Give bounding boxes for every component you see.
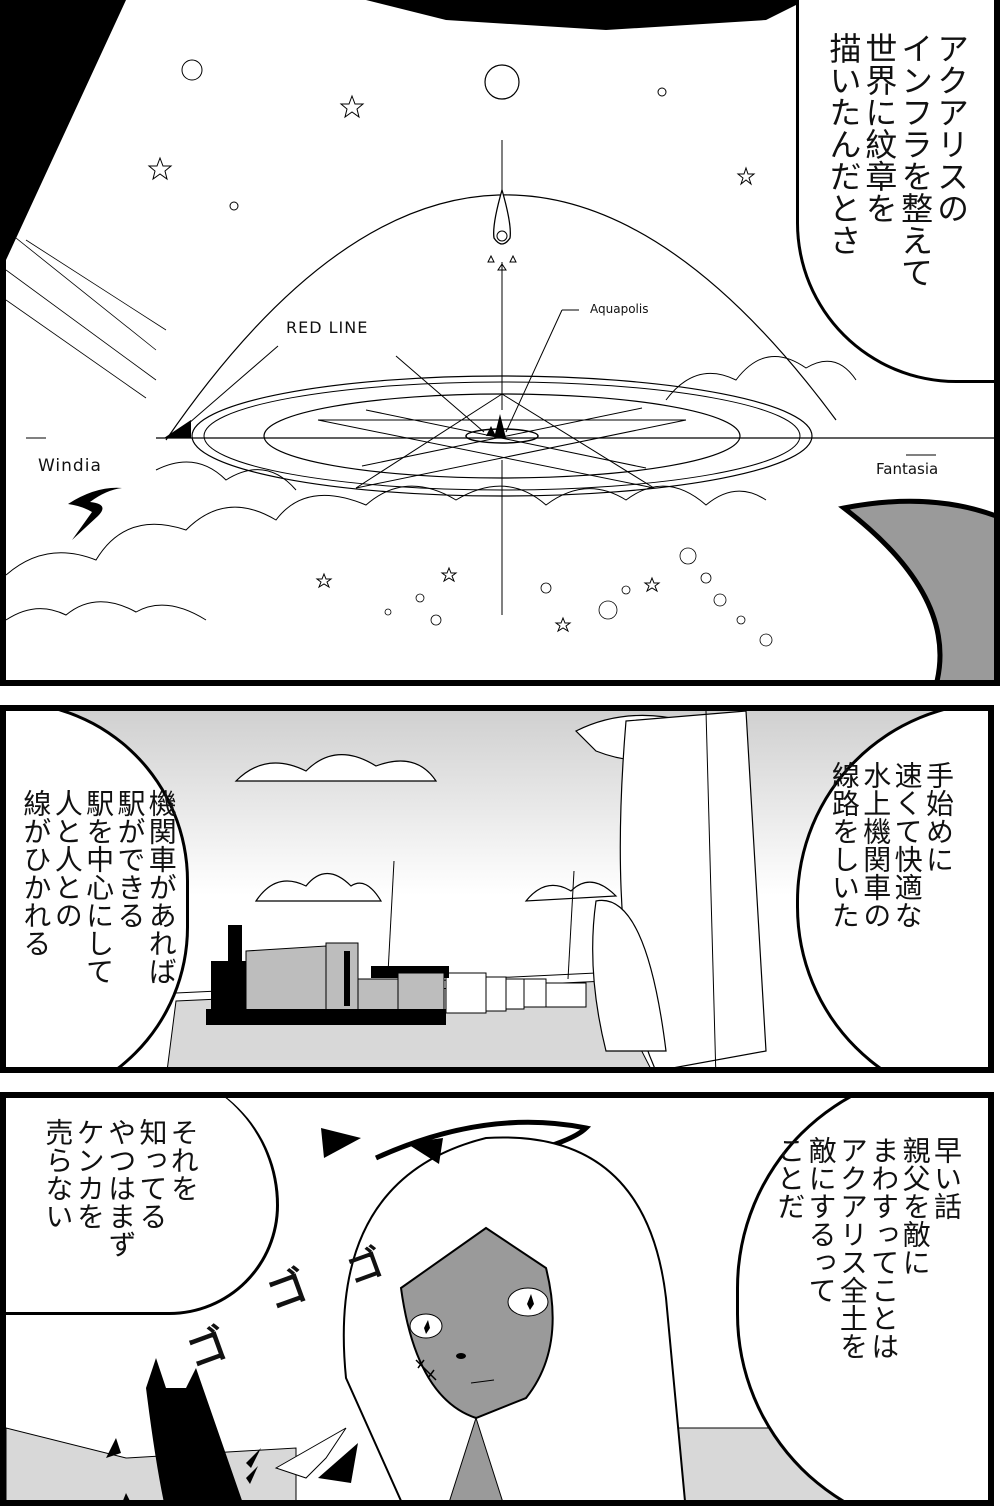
speech-bubble-left xyxy=(6,1098,279,1315)
map-label-windia: Windia xyxy=(38,456,102,476)
speech-text-left: 機関車があれば 駅ができる 駅を中心にして 人と人との 線がひかれる xyxy=(19,789,178,985)
speech-text-right: 早い話 親父を敵に まわすってことは アクアリス全土を 敵にするって ことだ xyxy=(773,1136,963,1360)
speech-text-left: それを 知ってる やつはまず ケンカを 売らない xyxy=(41,1118,200,1258)
speech-bubble-right xyxy=(736,1098,988,1500)
map-label-aquapolis: Aquapolis xyxy=(590,302,649,316)
speech-text-right: 手始めに 速くて快適な 水上機関車の 線路をしいた xyxy=(827,761,955,929)
panel-character: ゴ ゴ ゴ それを 知ってる やつはまず ケンカを 売らない 早い話 親父を敵に… xyxy=(0,1092,994,1506)
panel-locomotive: 機関車があれば 駅ができる 駅を中心にして 人と人との 線がひかれる 手始めに … xyxy=(0,705,994,1073)
panel-world-emblem: RED LINE Aquapolis Windia Fantasia アクアリス… xyxy=(0,0,1000,686)
emblem-map-illustration xyxy=(6,0,994,680)
map-label-fantasia: Fantasia xyxy=(876,460,939,478)
caption-bubble xyxy=(796,0,994,383)
map-label-red-line: RED LINE xyxy=(286,318,369,337)
caption-text: アクアリスの インフラを整えて 世界に紋章を 描いたんだとさ xyxy=(824,32,970,288)
